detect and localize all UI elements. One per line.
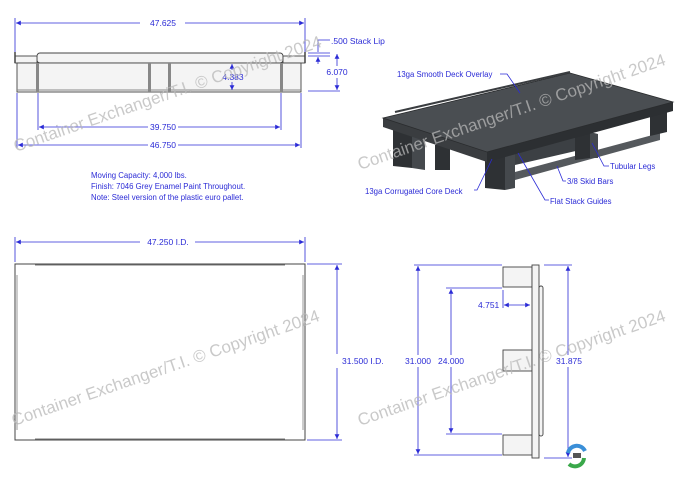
note-material: Note: Steel version of the plastic euro …	[91, 193, 244, 202]
callout-tubular-legs: Tubular Legs	[610, 162, 655, 171]
outer-leg-span-dim: 31.000	[405, 356, 431, 366]
inner-width-dim: 31.500 I.D.	[342, 356, 384, 366]
stack-lip-left	[14, 55, 38, 64]
leg-top	[502, 266, 533, 288]
callout-deck-overlay: 13ga Smooth Deck Overlay	[397, 70, 492, 79]
callout-stack-guides: Flat Stack Guides	[550, 197, 612, 206]
watermark-4: Container Exchanger/T.I. © Copyright 202…	[355, 306, 668, 430]
watermark-1: Container Exchanger/T.I. © Copyright 202…	[11, 32, 324, 156]
inner-leg-span-dim: 39.750	[150, 122, 176, 132]
side-view: 47.625 .500 Stack Lip 6.070 4.383 39.750…	[14, 18, 385, 150]
deck-top-outline	[14, 263, 306, 441]
stack-lip-dim: .500 Stack Lip	[331, 36, 385, 46]
note-capacity: Moving Capacity: 4,000 lbs.	[91, 171, 187, 180]
inner-length-dim: 47.250 I.D.	[147, 237, 189, 247]
pallet-base	[16, 62, 302, 93]
end-view: 31.000 24.000 4.751 31.875	[405, 264, 587, 469]
leg-bottom	[502, 434, 533, 456]
recycle-logo-icon	[566, 443, 587, 469]
note-finish: Finish: 7046 Grey Enamel Paint Throughou…	[91, 182, 245, 191]
notes: Moving Capacity: 4,000 lbs. Finish: 7046…	[91, 171, 245, 202]
deck-overlay	[381, 72, 675, 153]
base-length-dim: 46.750	[150, 140, 176, 150]
top-view: 47.250 I.D. 31.500 I.D.	[14, 237, 384, 441]
callout-core-deck: 13ga Corrugated Core Deck	[365, 187, 463, 196]
overall-height-dim: 6.070	[326, 67, 348, 77]
isometric-view: 13ga Smooth Deck Overlay Tubular Legs 3/…	[365, 70, 675, 206]
leg-height-dim: 4.383	[222, 72, 244, 82]
overall-width-dim: 31.875	[556, 356, 582, 366]
callout-skid-bars: 3/8 Skid Bars	[567, 177, 613, 186]
leg-depth-dim: 4.751	[478, 300, 500, 310]
overall-length-dim: 47.625	[150, 18, 176, 28]
inner-leg-span-end-dim: 24.000	[438, 356, 464, 366]
